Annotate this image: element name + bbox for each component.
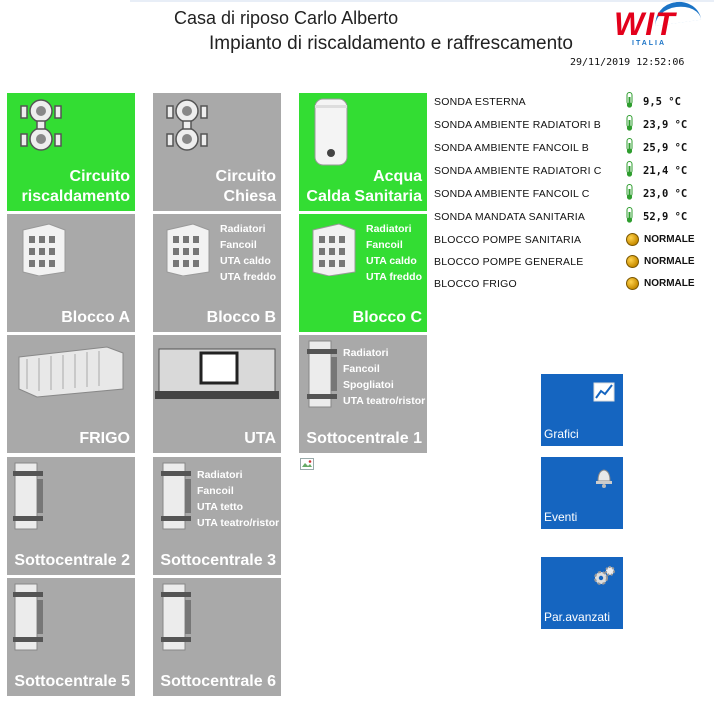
tile-label: FRIGO — [79, 430, 130, 447]
tile-sottocentrale-6[interactable]: Sottocentrale 6 — [153, 578, 281, 696]
broken-image-icon — [300, 458, 314, 470]
heat-exchanger-icon — [161, 583, 191, 651]
tile-label: Sottocentrale 1 — [306, 430, 422, 447]
datetime: 29/11/2019 12:52:06 — [570, 57, 685, 68]
tile-item-list: Radiatori Fancoil UTA caldo UTA freddo — [366, 223, 422, 283]
logo-subtext: ITALIA — [632, 40, 667, 47]
tile-blocco-a[interactable]: Blocco A — [7, 214, 135, 332]
status-led-icon — [626, 233, 639, 246]
tile-label: Blocco A — [61, 309, 130, 326]
status-row: BLOCCO FRIGO NORMALE — [434, 277, 695, 290]
tile-label: Blocco B — [206, 309, 276, 326]
pumps-icon — [166, 99, 208, 151]
eventi-button[interactable]: Eventi — [541, 457, 623, 529]
tile-sottocentrale-3[interactable]: Radiatori Fancoil UTA tetto UTA teatro/r… — [153, 457, 281, 575]
sensor-row: SONDA ESTERNA 9,5 °C — [434, 92, 714, 112]
thermometer-icon — [626, 115, 633, 131]
page-title: Casa di riposo Carlo Alberto — [174, 8, 399, 28]
grafici-button[interactable]: Grafici — [541, 374, 623, 446]
thermometer-icon — [626, 92, 633, 108]
thermometer-icon — [626, 184, 633, 200]
tile-sottocentrale-2[interactable]: Sottocentrale 2 — [7, 457, 135, 575]
tile-label: Sottocentrale 3 — [160, 552, 276, 569]
page-subtitle: Impianto di riscaldamento e raffrescamen… — [209, 33, 573, 54]
heat-exchanger-icon — [307, 340, 337, 408]
tile-blocco-b[interactable]: Radiatori Fancoil UTA caldo UTA freddo B… — [153, 214, 281, 332]
heat-exchanger-icon — [161, 462, 191, 530]
status-row: BLOCCO POMPE GENERALE NORMALE — [434, 255, 695, 268]
sensor-row: SONDA AMBIENTE RADIATORI C 21,4 °C — [434, 161, 714, 181]
sensor-row: SONDA AMBIENTE RADIATORI B 23,9 °C — [434, 115, 714, 135]
tile-sottocentrale-5[interactable]: Sottocentrale 5 — [7, 578, 135, 696]
sensor-row: SONDA AMBIENTE FANCOIL C 23,0 °C — [434, 184, 714, 204]
heat-exchanger-icon — [13, 462, 43, 530]
alarm-bell-icon — [596, 469, 612, 488]
tile-item-list: Radiatori Fancoil Spogliatoi UTA teatro/… — [343, 347, 426, 407]
heat-exchanger-icon — [13, 583, 43, 651]
thermometer-icon — [626, 207, 633, 223]
tile-item-list: Radiatori Fancoil UTA tetto UTA teatro/r… — [197, 469, 280, 529]
tile-blocco-c[interactable]: Radiatori Fancoil UTA caldo UTA freddo B… — [299, 214, 427, 332]
gears-icon — [594, 566, 615, 585]
chiller-icon — [18, 346, 124, 398]
par-avanzati-button[interactable]: Par.avanzati — [541, 557, 623, 629]
tile-item-list: Radiatori Fancoil UTA caldo UTA freddo — [220, 223, 276, 283]
thermometer-icon — [626, 161, 633, 177]
tile-uta[interactable]: UTA — [153, 335, 281, 453]
pumps-icon — [20, 99, 62, 151]
sensor-row: SONDA AMBIENTE FANCOIL B 25,9 °C — [434, 138, 714, 158]
status-row: BLOCCO POMPE SANITARIA NORMALE — [434, 233, 695, 246]
thermometer-icon — [626, 138, 633, 154]
status-led-icon — [626, 277, 639, 290]
status-led-icon — [626, 255, 639, 268]
tile-label: Sottocentrale 2 — [14, 552, 130, 569]
wit-logo: WIT ITALIA — [612, 0, 704, 50]
tile-label: UTA — [244, 430, 276, 447]
chart-icon — [593, 382, 615, 402]
boiler-icon — [314, 98, 348, 166]
building-icon — [312, 223, 356, 276]
tile-frigo[interactable]: FRIGO — [7, 335, 135, 453]
building-icon — [166, 223, 210, 276]
tile-label: Blocco C — [352, 309, 422, 326]
tile-label: Sottocentrale 5 — [14, 673, 130, 690]
tile-label: Sottocentrale 6 — [160, 673, 276, 690]
building-icon — [22, 223, 66, 276]
air-handler-icon — [155, 348, 279, 399]
sensor-row: SONDA MANDATA SANITARIA 52,9 °C — [434, 207, 714, 227]
logo-text: WIT — [614, 6, 676, 42]
tile-sottocentrale-1[interactable]: Radiatori Fancoil Spogliatoi UTA teatro/… — [299, 335, 427, 453]
top-border — [130, 0, 714, 2]
